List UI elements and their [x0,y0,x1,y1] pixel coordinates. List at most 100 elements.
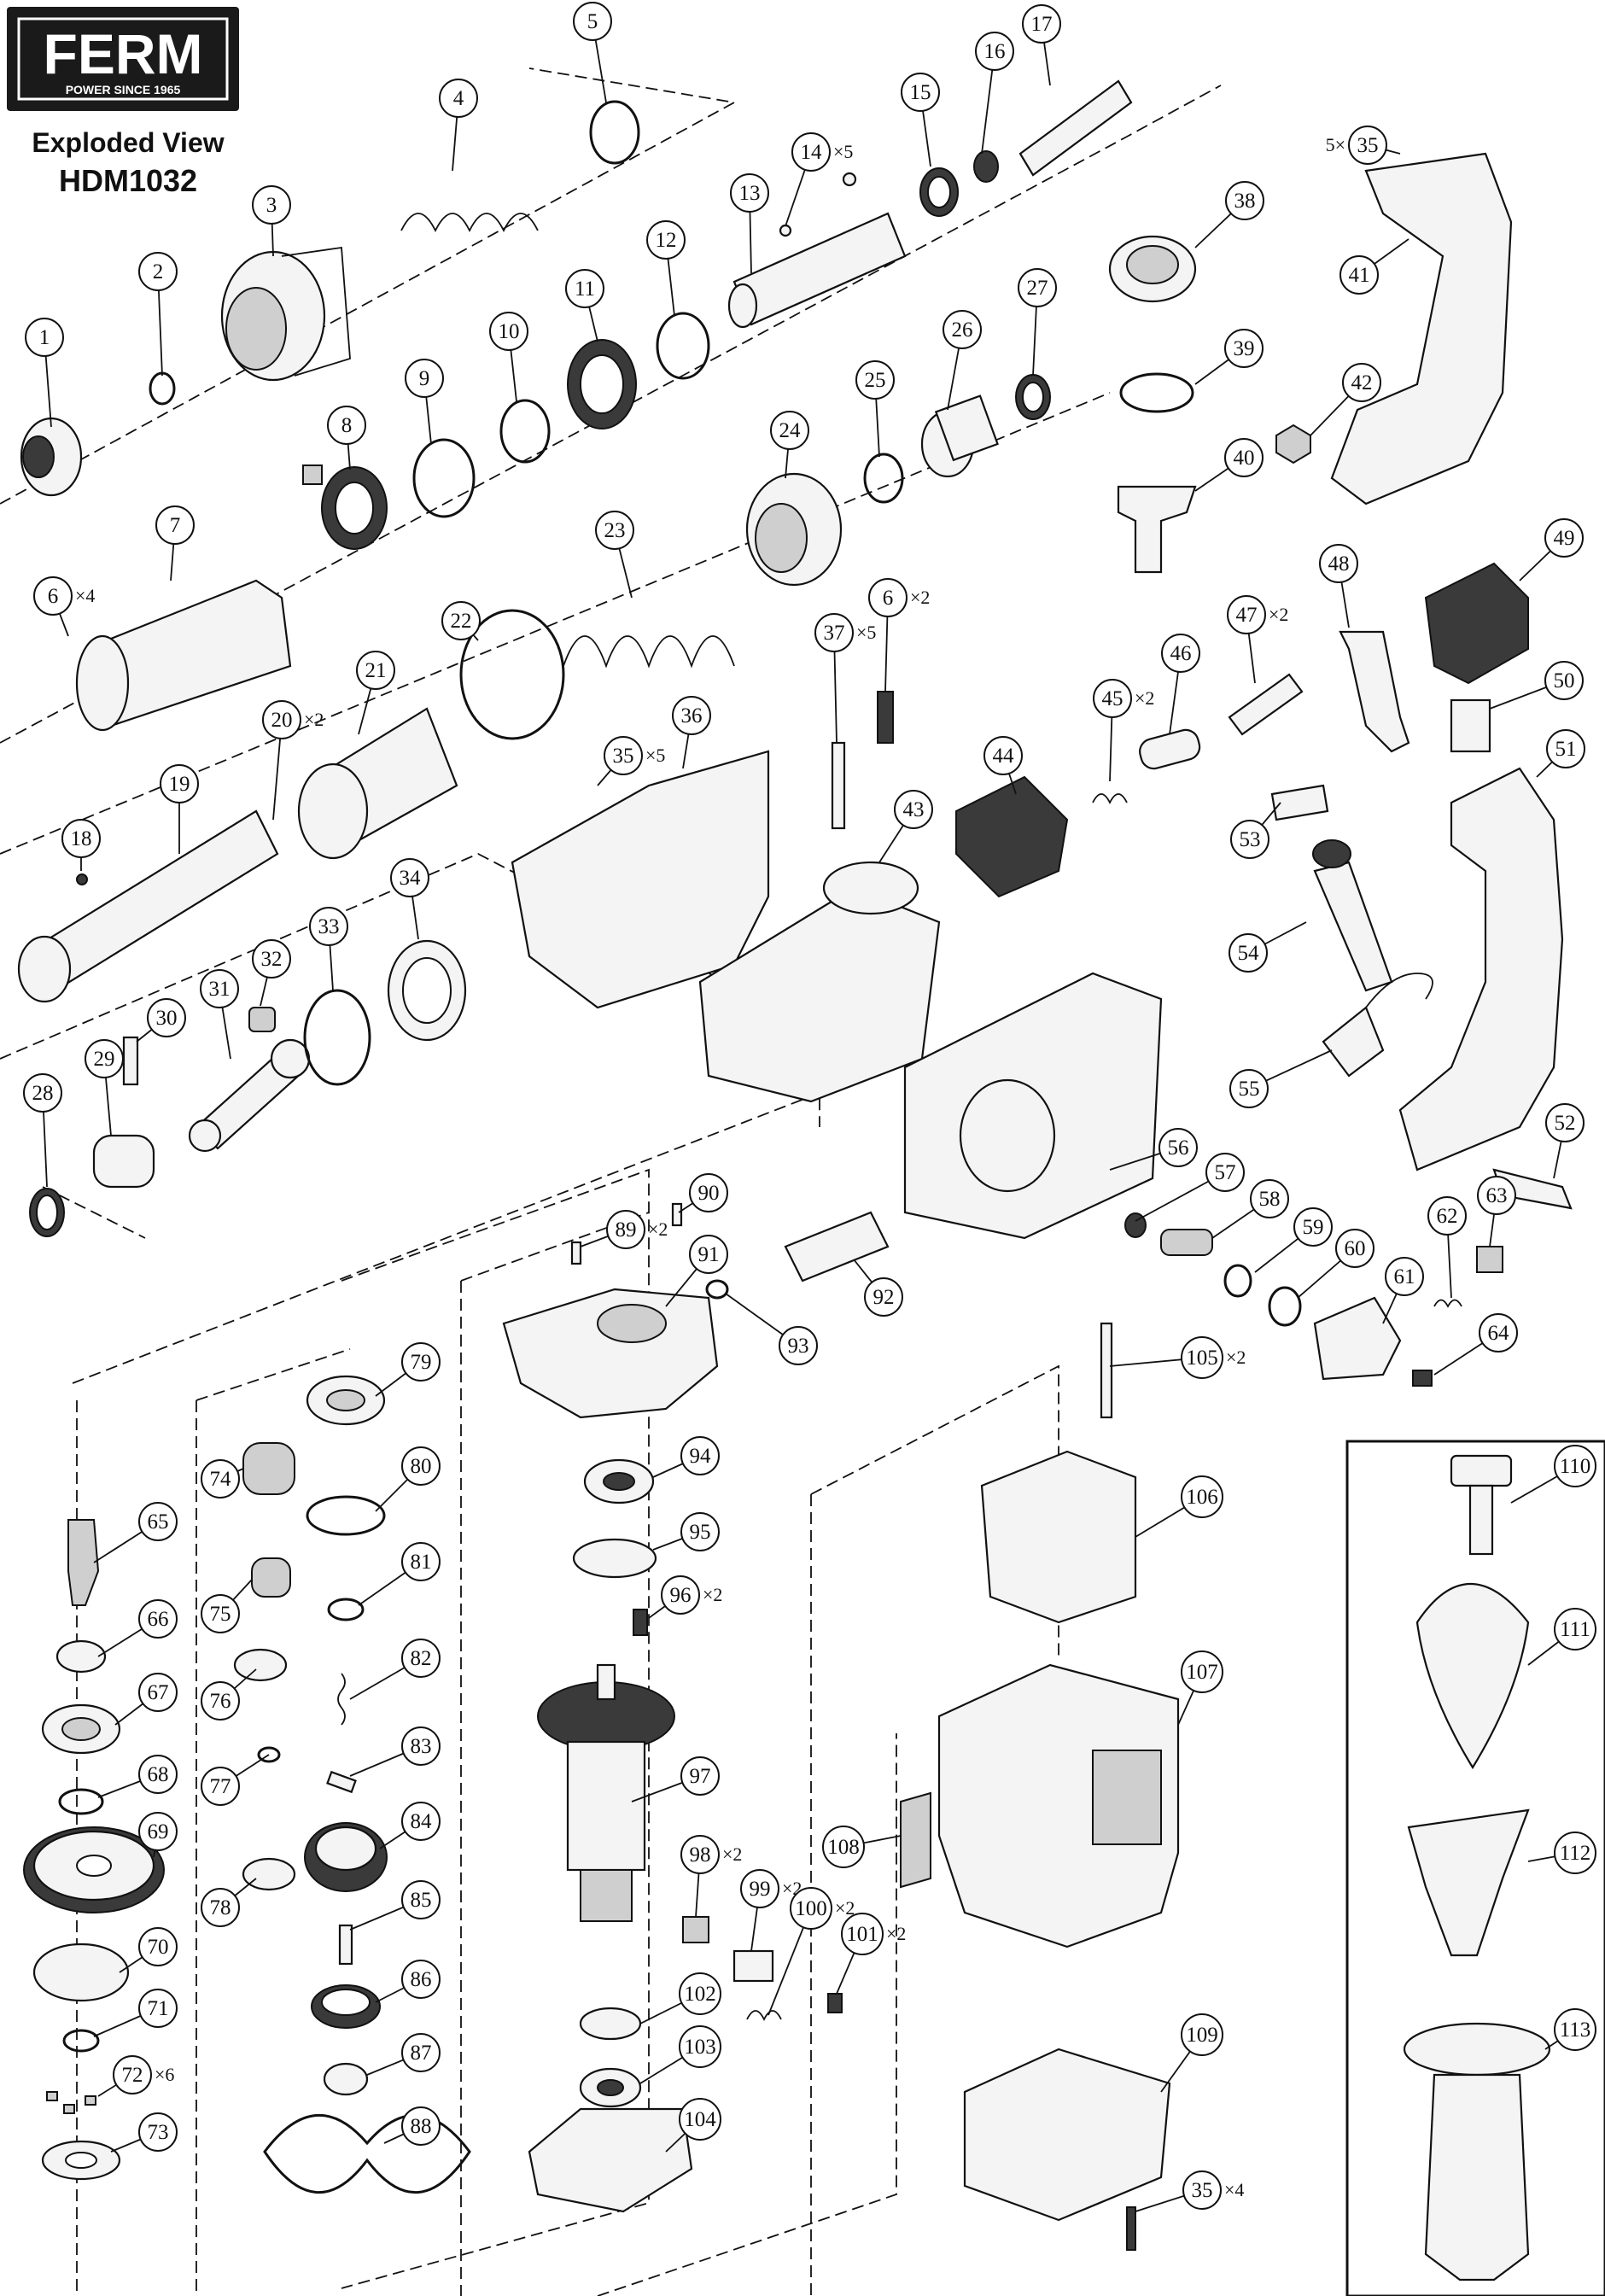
part-number: 68 [148,1763,169,1786]
callout-circle [1319,544,1358,583]
part-number: 55 [1239,1078,1260,1101]
callout-part-39: 39 [1194,329,1264,385]
callout-circle [680,1835,720,1874]
part-number: 86 [411,1968,432,1991]
callout-part-86: 86 [375,1960,441,2003]
callout-circle [814,613,854,652]
callout-circle [1182,2170,1222,2210]
callout-circle [1545,1103,1585,1142]
part-number: 48 [1328,552,1350,575]
callout-circle [138,1673,178,1712]
callout-circle [252,939,291,979]
callout-part-36: 36 [672,696,711,769]
callout-circle [201,1681,240,1721]
callout-part-48: 48 [1319,544,1358,628]
callout-part-58: 58 [1211,1179,1289,1239]
callout-circle [25,318,64,357]
part-number: 24 [779,419,802,442]
callout-part-54: 54 [1229,921,1307,973]
callout-circle [841,1913,884,1955]
callout-part-17: 17 [1022,4,1061,86]
callout-part-91: 91 [665,1235,728,1307]
callout-circle [679,2098,721,2141]
callout-circle [565,269,604,308]
callout-part-45: 45×2 [1093,679,1154,782]
callout-circle [252,185,291,225]
callout-part-65: 65 [93,1502,178,1563]
callout-part-37: 37×5 [814,613,876,744]
part-quantity: ×2 [304,709,324,730]
callout-circle [201,1767,240,1806]
callout-part-43: 43 [878,790,933,863]
callout-circle [61,819,101,858]
part-number: 73 [148,2121,169,2144]
callout-circle [646,220,686,260]
callout-circle [1181,2013,1223,2056]
part-number: 11 [575,278,595,301]
part-number: 104 [684,2108,716,2131]
callout-circle [1544,518,1584,558]
callout-part-24: 24 [770,411,809,479]
part-number: 60 [1345,1237,1366,1260]
callout-circle [1554,1445,1596,1487]
part-number: 75 [210,1603,231,1626]
callout-part-95: 95 [652,1512,720,1551]
part-number: 58 [1259,1188,1281,1211]
callout-part-46: 46 [1161,634,1200,735]
callout-circle [1227,595,1266,634]
callout-part-49: 49 [1519,518,1584,581]
callout-circle [441,601,481,640]
part-number: 72 [122,2064,143,2087]
callout-circle [779,1326,818,1365]
callout-part-79: 79 [375,1342,441,1397]
callout-circle [1093,679,1132,718]
callout-part-32: 32 [252,939,291,1007]
part-number: 36 [681,704,703,727]
logo-text: FERM [44,22,203,85]
part-number: 17 [1031,13,1053,36]
callout-part-112: 112 [1527,1832,1596,1874]
part-number: 98 [690,1843,711,1867]
callout-part-84: 84 [379,1802,441,1849]
callout-part-30: 30 [136,998,186,1043]
part-number: 21 [365,659,387,682]
part-number: 51 [1555,738,1577,761]
callout-part-3: 3 [252,185,291,257]
ferm-logo: FERM POWER SINCE 1965 [7,7,239,111]
part-number: 45 [1102,687,1124,710]
callout-part-90: 90 [678,1173,728,1213]
callout-circle [679,1972,721,2015]
part-number: 2 [153,260,164,283]
callout-circle [1230,820,1269,859]
part-number: 6 [883,587,894,610]
part-quantity: ×5 [856,622,876,643]
callout-circle [489,312,528,351]
part-number: 3 [266,194,277,217]
callout-circle [1554,1608,1596,1650]
callout-circle [1348,126,1387,165]
part-number: 82 [411,1647,432,1670]
part-number: 50 [1554,669,1575,692]
callout-circle [1546,729,1585,768]
part-number: 93 [788,1335,809,1358]
callout-part-73: 73 [110,2112,178,2153]
part-number: 28 [32,1082,54,1105]
callout-circle [1205,1153,1245,1192]
callout-circle [680,1436,720,1475]
callout-part-72: 72×6 [97,2055,174,2097]
part-number: 19 [169,773,190,796]
part-number: 74 [210,1468,232,1491]
part-quantity: ×2 [886,1923,906,1944]
callout-circle [1224,329,1264,368]
part-quantity: ×2 [722,1843,742,1865]
part-number: 79 [411,1351,432,1374]
callout-circle [33,576,73,616]
part-quantity: 5× [1326,134,1345,155]
callout-part-8: 8 [327,406,366,470]
callout-circle [679,2025,721,2068]
part-number: 97 [690,1765,711,1788]
part-number: 54 [1238,942,1260,965]
part-number: 69 [148,1820,169,1843]
callout-circle [401,1726,441,1766]
